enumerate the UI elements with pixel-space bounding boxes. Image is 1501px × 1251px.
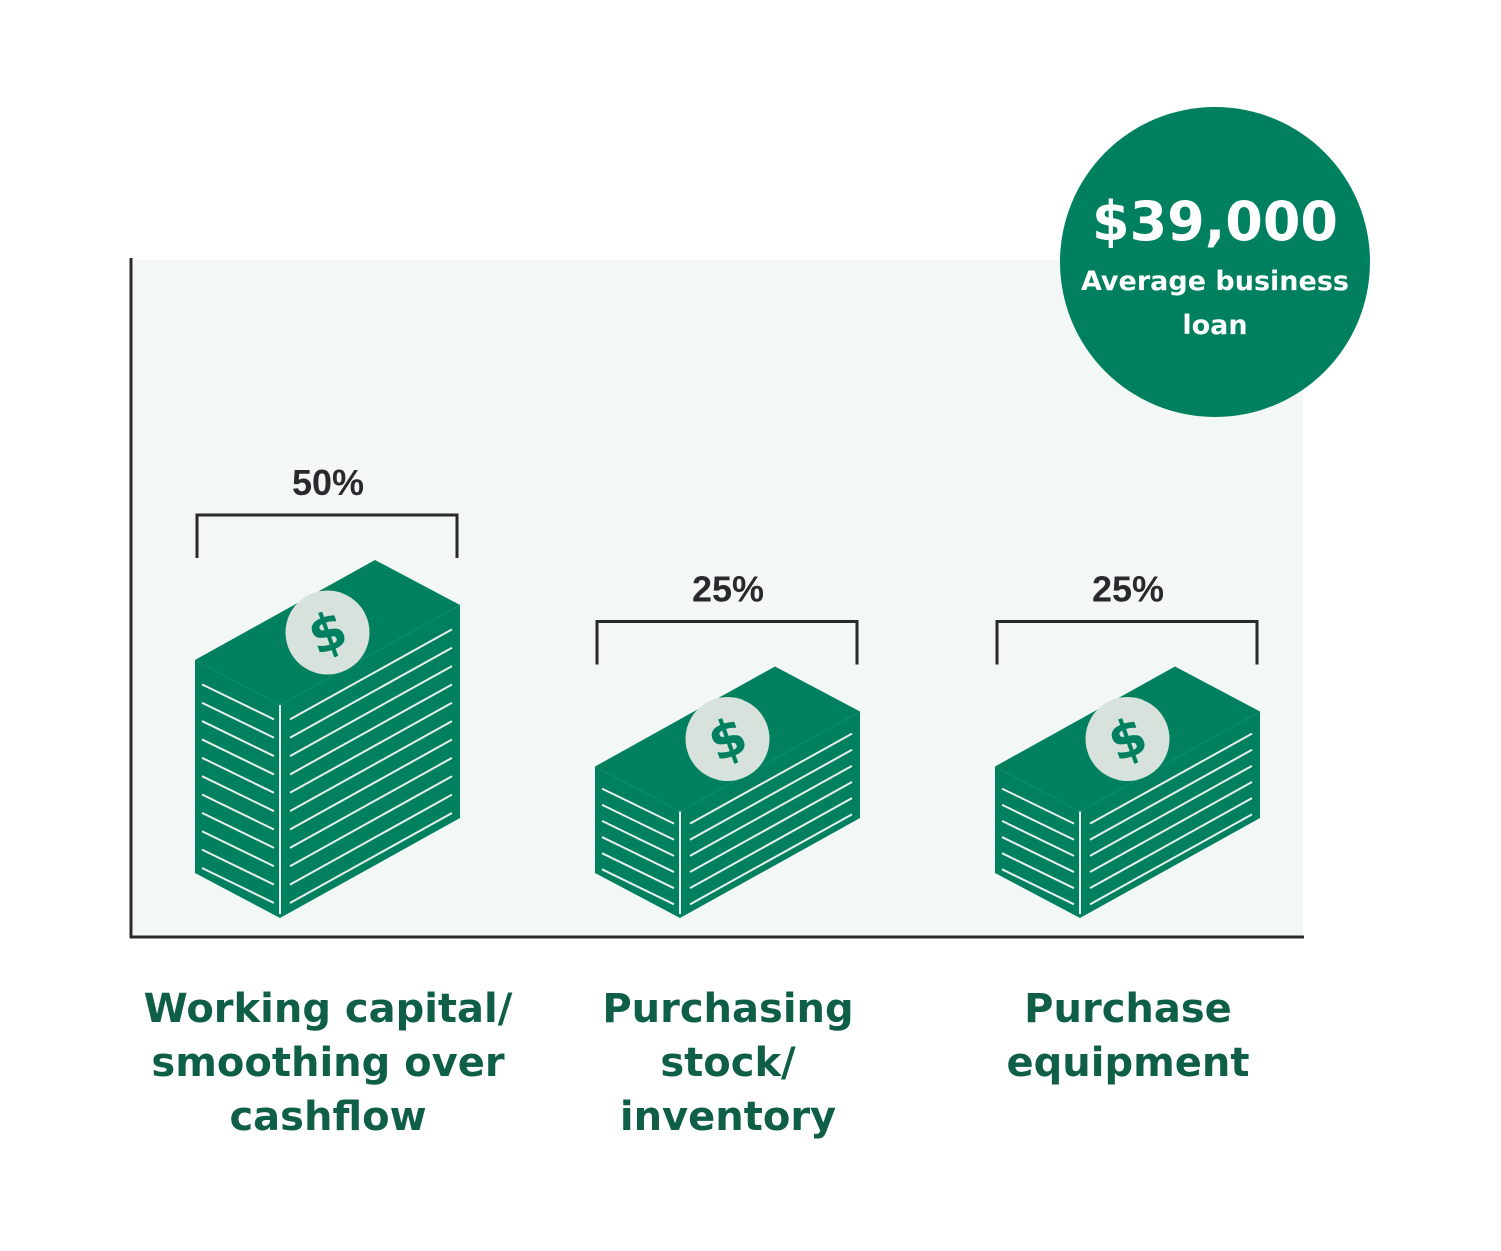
category-label-line: cashflow <box>229 1094 427 1140</box>
category-label-line: inventory <box>619 1094 837 1140</box>
category-label-line: Purchasing stock/ <box>602 986 854 1086</box>
bill-line <box>201 867 275 904</box>
stack-left-face <box>195 660 280 918</box>
bill-line <box>601 852 675 890</box>
bill-line <box>289 793 453 886</box>
category-label-line: equipment <box>1006 1040 1250 1086</box>
bill-line <box>1001 836 1075 873</box>
category-label: Purchasing stock/inventory <box>538 982 918 1144</box>
category-label-line: Working capital/ <box>143 986 513 1032</box>
category-label: Purchase equipment <box>938 982 1318 1090</box>
bill-line <box>1001 820 1075 857</box>
bill-line <box>289 812 453 904</box>
bill-line <box>1089 732 1253 825</box>
bill-line <box>289 701 453 794</box>
bill-line <box>201 701 275 739</box>
badge-label-line-1: Average business <box>1081 266 1349 297</box>
value-label: 25% <box>692 569 764 610</box>
badge-label-line-2: loan <box>1182 310 1247 341</box>
bill-line <box>689 732 853 825</box>
bill-line <box>1089 813 1253 906</box>
bill-line <box>1001 803 1075 841</box>
bill-line <box>201 793 275 831</box>
bill-line <box>289 757 453 849</box>
bill-line <box>289 775 453 868</box>
category-label-line: Purchase <box>1024 986 1232 1032</box>
bar-stack: $ <box>195 560 460 918</box>
bill-line <box>601 820 675 857</box>
value-bracket <box>995 620 1259 665</box>
coin-icon <box>1085 697 1170 781</box>
bill-line <box>201 720 275 757</box>
bill-line <box>201 848 275 886</box>
bill-line <box>201 683 275 721</box>
bill-line <box>689 781 853 873</box>
value-label: 25% <box>1092 569 1164 610</box>
bill-line <box>289 665 453 757</box>
bill-line <box>1089 797 1253 890</box>
value-bracket <box>595 620 859 665</box>
bill-line <box>289 628 453 721</box>
bill-line <box>201 775 275 813</box>
badge-value: $39,000 <box>1092 190 1338 253</box>
bill-line <box>601 803 675 841</box>
bill-line <box>689 765 853 857</box>
bill-line <box>689 748 853 841</box>
bill-line <box>689 797 853 890</box>
bill-line <box>289 720 453 813</box>
average-loan-badge: $39,000 Average business loan <box>1060 107 1370 417</box>
bill-line <box>201 738 275 776</box>
bill-line <box>289 738 453 831</box>
bill-line <box>601 787 675 825</box>
bill-line <box>1001 787 1075 825</box>
bar-stack: $ <box>595 666 860 918</box>
category-label-line: smoothing over <box>151 1040 505 1086</box>
value-label: 50% <box>292 462 364 503</box>
bill-line <box>201 830 275 868</box>
bar-stack: $ <box>995 666 1260 918</box>
bill-line <box>1001 868 1075 906</box>
bill-line <box>1001 852 1075 890</box>
value-bracket <box>195 513 459 558</box>
coin-icon <box>285 590 370 675</box>
bill-line <box>601 836 675 873</box>
stack-right-face <box>680 711 860 918</box>
bill-line <box>201 811 275 849</box>
bill-line <box>1089 781 1253 873</box>
bill-line <box>1089 748 1253 841</box>
bill-line <box>201 756 275 794</box>
bill-line <box>289 683 453 776</box>
badge-circle <box>1060 107 1370 417</box>
bill-line <box>601 868 675 906</box>
bill-line <box>1089 765 1253 857</box>
bill-line <box>689 813 853 906</box>
stack-right-face <box>280 605 460 918</box>
stack-right-face <box>1080 711 1260 918</box>
category-label: Working capital/smoothing over cashflow <box>138 982 518 1144</box>
bill-line <box>289 646 453 739</box>
coin-icon <box>685 697 770 781</box>
